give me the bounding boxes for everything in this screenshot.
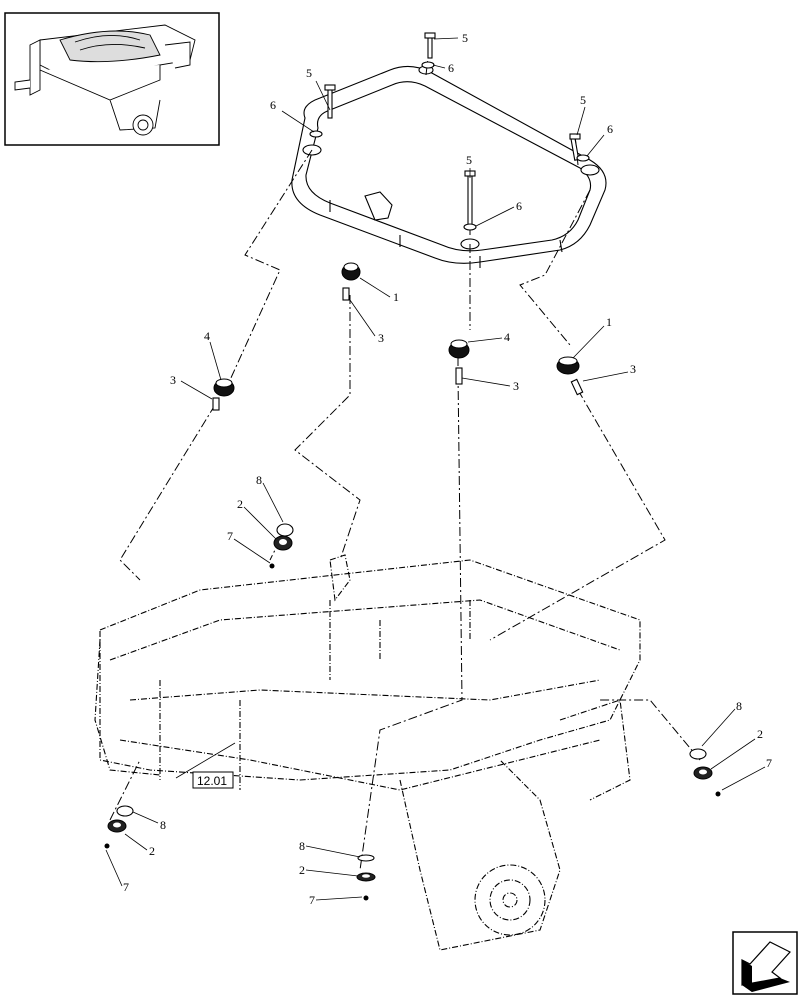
callout-3: 3: [170, 373, 176, 387]
callout-5: 5: [466, 153, 472, 167]
lower-machine-frame: [94, 554, 641, 951]
callout-8: 8: [736, 699, 742, 713]
callout-8: 8: [256, 473, 262, 487]
callout-2: 2: [149, 844, 155, 858]
callout-5: 5: [462, 31, 468, 45]
next-page-arrow-icon[interactable]: [732, 931, 798, 995]
upper-platform-frame: [291, 65, 607, 268]
callout-3: 3: [630, 362, 636, 376]
bolt: [424, 32, 436, 59]
callout-7: 7: [227, 529, 233, 543]
rubber-mount-1: [341, 262, 361, 281]
bolt: [464, 170, 476, 226]
callout-2: 2: [299, 863, 305, 877]
spacer-3-group: [212, 287, 584, 411]
callout-7: 7: [766, 756, 772, 770]
callout-8: 8: [299, 839, 305, 853]
callout-3: 3: [513, 379, 519, 393]
callout-6: 6: [448, 61, 454, 75]
callout-6: 6: [270, 98, 276, 112]
rubber-mount-4: [448, 339, 470, 359]
leader-lines: [105, 37, 766, 901]
assembly-lines: [109, 39, 701, 871]
callout-1: 1: [606, 315, 612, 329]
callout-7: 7: [123, 880, 129, 894]
washer-6-group: [309, 61, 590, 231]
reference-box[interactable]: 12.01: [192, 771, 234, 789]
callout-6: 6: [607, 122, 613, 136]
callout-2: 2: [757, 727, 763, 741]
callout-5: 5: [580, 93, 586, 107]
callout-2: 2: [237, 497, 243, 511]
lower-mount-hardware: [104, 523, 721, 901]
callout-6: 6: [516, 199, 522, 213]
reference-box-label: 12.01: [197, 774, 227, 788]
rubber-mount-1: [556, 356, 580, 375]
callout-4: 4: [504, 330, 510, 344]
machine-overview-thumbnail[interactable]: [4, 12, 220, 146]
callout-8: 8: [160, 818, 166, 832]
callout-1: 1: [393, 290, 399, 304]
rubber-mount-4: [213, 378, 235, 397]
callout-7: 7: [309, 893, 315, 907]
callout-4: 4: [204, 329, 210, 343]
bolt: [569, 133, 581, 161]
callout-3: 3: [378, 331, 384, 345]
callout-labels: 5 6 5 6 5 6 5 6 1 3 4 3 4 3 1 3 8 2 7 8 …: [123, 31, 772, 907]
callout-5: 5: [306, 66, 312, 80]
bolt: [324, 84, 336, 119]
